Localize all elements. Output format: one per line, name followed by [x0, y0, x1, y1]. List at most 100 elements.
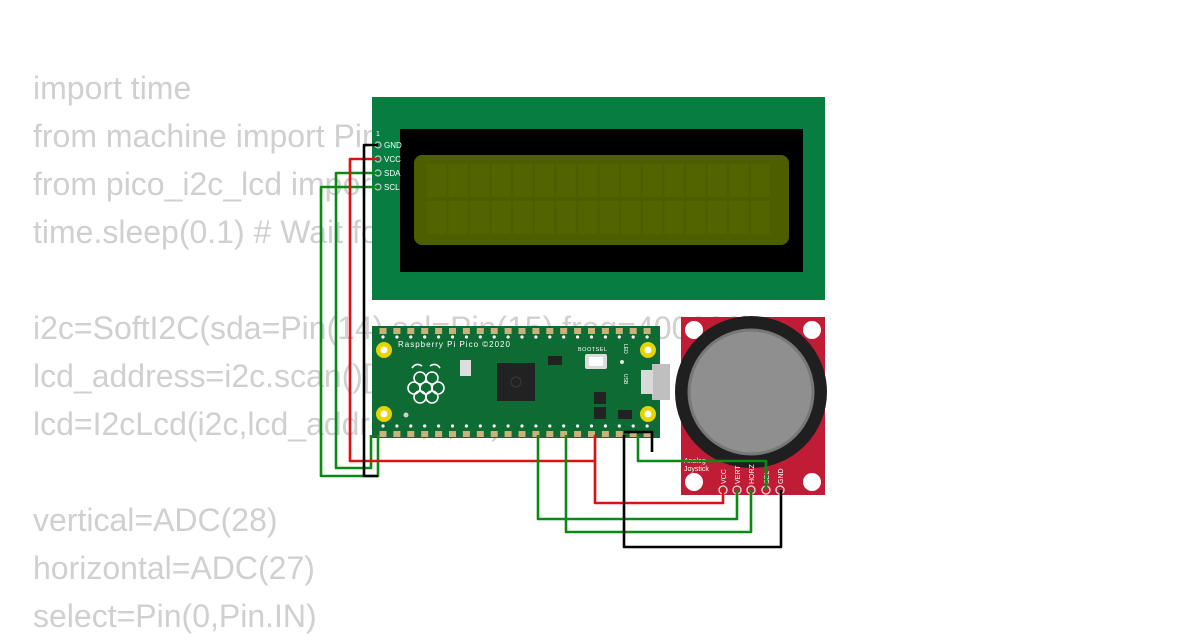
lcd-char-cell — [448, 201, 468, 234]
pico-gpio-hole — [631, 335, 635, 339]
pico-gpio-hole — [645, 424, 649, 428]
joystick-pin-label: SEL — [764, 471, 771, 484]
pico-gpio-pad[interactable] — [476, 328, 484, 334]
pico-gpio-pad[interactable] — [629, 328, 637, 334]
pico-gpio-pad[interactable] — [615, 328, 623, 334]
pico-gpio-hole — [409, 424, 413, 428]
pico-gpio-pad[interactable] — [546, 431, 554, 437]
pico-gpio-pad[interactable] — [379, 328, 387, 334]
lcd-pin-label: SCL — [384, 183, 400, 192]
pico-gpio-pad[interactable] — [476, 431, 484, 437]
lcd-char-cell — [686, 201, 706, 234]
pico-gpio-pad[interactable] — [532, 328, 540, 334]
pico-gpio-pad[interactable] — [601, 328, 609, 334]
pico-gpio-pad[interactable] — [601, 431, 609, 437]
pico-gpio-pad[interactable] — [462, 328, 470, 334]
pico-gpio-hole — [395, 424, 399, 428]
wire-lcd-gnd[interactable] — [362, 143, 378, 478]
pico-flash-chip — [594, 392, 606, 404]
pico-gpio-pad[interactable] — [379, 431, 387, 437]
pico-gpio-pad[interactable] — [393, 431, 401, 437]
lcd-pin-label: GND — [384, 141, 402, 150]
pico-gpio-pad[interactable] — [393, 328, 401, 334]
pico-gpio-pad[interactable] — [449, 431, 456, 437]
pico-gpio-hole — [576, 424, 580, 428]
lcd-pin-label: SDA — [384, 169, 401, 178]
pico-gpio-hole — [548, 424, 552, 428]
pico-gpio-pad[interactable] — [435, 328, 443, 334]
pico-gpio-hole — [492, 424, 496, 428]
lcd-char-cell — [686, 164, 706, 197]
pico-usb-connector[interactable] — [652, 364, 670, 400]
wire-lcd-sda[interactable] — [334, 171, 378, 470]
pico-gpio-pad[interactable] — [643, 431, 651, 437]
pico-gpio-pad[interactable] — [435, 431, 443, 437]
lcd-char-cell — [513, 164, 533, 197]
pico-gpio-pad[interactable] — [490, 328, 498, 334]
pico-gpio-pad[interactable] — [407, 328, 415, 334]
pico-gpio-hole — [631, 424, 635, 428]
pico-gpio-pad[interactable] — [560, 431, 568, 437]
pico-bootsel-label: BOOTSEL — [578, 347, 607, 353]
lcd-char-cell — [599, 201, 619, 234]
pico-gpio-hole — [450, 335, 455, 339]
lcd-char-cell — [729, 164, 749, 197]
lcd-char-cell — [448, 164, 468, 197]
lcd-char-cell — [578, 164, 598, 197]
pico-gpio-hole — [423, 424, 427, 428]
lcd-char-cell — [664, 201, 684, 234]
pico-gpio-pad[interactable] — [532, 431, 540, 437]
pico-gpio-hole — [603, 335, 608, 339]
pico-gpio-pad[interactable] — [546, 328, 554, 334]
pico-gpio-pad[interactable] — [490, 431, 498, 437]
pico-gpio-hole — [520, 335, 524, 339]
wire-joystick-horz[interactable] — [564, 435, 753, 534]
wire-lcd-vcc[interactable] — [348, 157, 597, 463]
lcd-char-cell — [427, 164, 446, 197]
pico-gpio-pad[interactable] — [588, 431, 595, 437]
pico-gpio-pad[interactable] — [574, 328, 582, 334]
pico-gpio-hole — [423, 335, 427, 339]
pico-gpio-pad[interactable] — [560, 328, 568, 334]
pico-gpio-pad[interactable] — [421, 328, 429, 334]
pico-gpio-pad[interactable] — [421, 431, 429, 437]
joystick-mount-hole — [685, 473, 703, 491]
wire-joystick-vert[interactable] — [536, 435, 739, 521]
lcd-char-cell — [427, 201, 446, 234]
pico-gpio-hole — [534, 424, 538, 428]
wire-joystick-sel[interactable] — [636, 435, 768, 490]
analog-joystick-module[interactable]: Analog Joystick VCC VERT HORZ SEL GND — [675, 316, 827, 495]
pico-usb-label: USB — [622, 374, 628, 385]
pico-gpio-pad[interactable] — [449, 328, 456, 334]
joystick-pin-label: VCC — [721, 469, 728, 484]
pico-gpio-pad[interactable] — [407, 431, 415, 437]
pico-gpio-pad[interactable] — [504, 328, 512, 334]
joystick-mount-hole — [803, 321, 821, 339]
wire-joystick-vcc[interactable] — [593, 461, 725, 505]
pico-gpio-pad[interactable] — [518, 431, 526, 437]
joystick-mount-hole — [803, 473, 821, 491]
pico-gpio-pad[interactable] — [643, 328, 651, 334]
lcd1602-module[interactable]: 1 GND VCC SDA SCL — [372, 97, 825, 300]
lcd-char-cell — [535, 201, 554, 234]
raspberry-pi-pico[interactable]: Raspberry Pi Pico ©2020 BOOTSEL LED USB — [372, 326, 670, 438]
pico-gpio-pad[interactable] — [462, 431, 470, 437]
pico-gpio-pad[interactable] — [588, 328, 595, 334]
pico-gpio-hole — [478, 335, 482, 339]
pico-gpio-pad[interactable] — [504, 431, 512, 437]
wire-lcd-scl[interactable] — [319, 185, 380, 478]
code-line: select=Pin(0,Pin.IN) — [33, 598, 317, 634]
pico-gpio-hole — [464, 424, 468, 428]
code-line: import time — [33, 70, 192, 106]
pico-gpio-pad[interactable] — [518, 328, 526, 334]
pico-gpio-pads — [379, 328, 651, 437]
pico-gpio-pad[interactable] — [615, 431, 623, 437]
lcd-char-cell — [751, 164, 770, 197]
pico-gpio-hole — [562, 424, 566, 428]
wire-joystick-gnd[interactable] — [622, 435, 783, 549]
lcd-char-cell — [491, 201, 511, 234]
joystick-knob[interactable] — [689, 330, 813, 454]
pico-gpio-pad[interactable] — [574, 431, 582, 437]
pico-gpio-pad[interactable] — [629, 431, 637, 437]
wire-pico-gnd-jumper — [624, 430, 654, 452]
